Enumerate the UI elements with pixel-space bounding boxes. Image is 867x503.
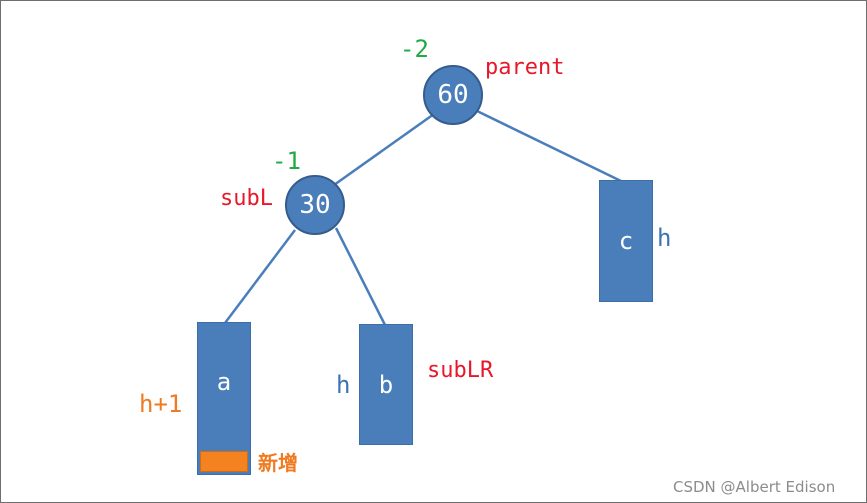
edge-60-30 — [333, 112, 435, 187]
subtree-c-label: c — [618, 227, 634, 255]
node-30: 30 — [285, 175, 345, 235]
node-30-balance-factor: -1 — [272, 147, 301, 175]
subtree-b-label: b — [378, 371, 394, 399]
subL-pointer-label: subL — [220, 186, 273, 211]
subtree-a-height: h+1 — [139, 390, 183, 418]
node-30-value: 30 — [299, 190, 331, 220]
edge-30-a — [224, 229, 296, 324]
parent-pointer-label: parent — [485, 55, 565, 80]
node-60: 60 — [423, 65, 483, 125]
inserted-label: 新增 — [258, 451, 298, 475]
subtree-a-label: a — [216, 368, 232, 396]
node-60-balance-factor: -2 — [400, 35, 429, 63]
node-60-value: 60 — [437, 80, 469, 110]
subtree-c-height: h — [657, 224, 672, 252]
subtree-c: c — [599, 180, 653, 302]
edge-60-c — [476, 109, 624, 184]
edge-30-b — [334, 227, 387, 326]
subtree-b: b — [359, 324, 413, 445]
watermark: CSDN @Albert Edison — [673, 478, 836, 496]
inserted-node-bar — [200, 451, 248, 472]
subLR-pointer-label: subLR — [427, 358, 494, 383]
subtree-a: a — [197, 322, 251, 475]
subtree-b-height: h — [336, 371, 351, 399]
